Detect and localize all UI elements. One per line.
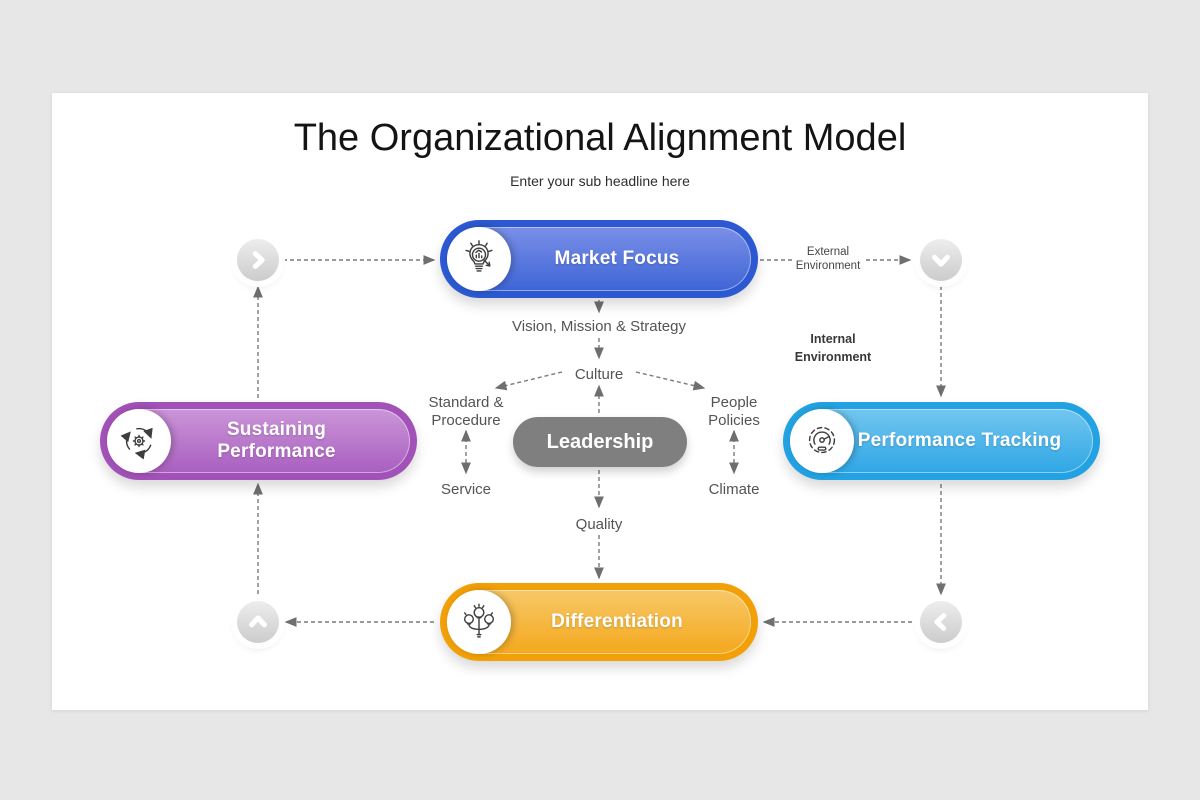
cycle-gear-icon	[120, 427, 153, 460]
label-service: Service	[440, 481, 492, 498]
node-label: Market Focus	[554, 248, 680, 269]
node-label: Sustaining Performance	[217, 419, 336, 462]
nav-button-bottom-left[interactable]	[237, 601, 279, 643]
gauge-icon	[808, 426, 836, 454]
nav-button-bottom-right[interactable]	[920, 601, 962, 643]
label-internal-environment: Internal Environment	[794, 332, 872, 364]
label-standard-procedure: Standard & Procedure	[428, 394, 504, 429]
node-label: Differentiation	[551, 611, 683, 632]
label-climate: Climate	[708, 481, 760, 498]
node-icon-badge	[447, 590, 511, 654]
node-icon-badge	[107, 409, 171, 473]
three-bulbs-icon	[463, 603, 495, 638]
node-label: Performance Tracking	[857, 430, 1062, 451]
slide-canvas: The Organizational Alignment Model Enter…	[52, 93, 1148, 710]
connector-lines	[253, 255, 946, 627]
label-vision-mission-strategy: Vision, Mission & Strategy	[512, 318, 686, 335]
page-subtitle: Enter your sub headline here	[510, 173, 690, 189]
node-differentiation[interactable]: Differentiation	[440, 583, 758, 661]
node-leadership[interactable]: Leadership	[513, 417, 687, 467]
node-sustaining-performance[interactable]: Sustaining Performance	[100, 402, 417, 480]
chevron-right-icon	[252, 251, 265, 269]
bulb-magnifier-icon	[465, 240, 493, 272]
label-external-environment: External Environment	[795, 246, 861, 272]
node-label: Leadership	[546, 430, 654, 453]
label-people-policies: People Policies	[708, 394, 760, 429]
chevron-down-icon	[932, 254, 950, 267]
node-market-focus[interactable]: Market Focus	[440, 220, 758, 298]
label-quality: Quality	[575, 516, 623, 533]
chevron-left-icon	[934, 613, 947, 631]
label-culture: Culture	[574, 366, 624, 383]
node-performance-tracking[interactable]: Performance Tracking	[783, 402, 1100, 480]
node-icon-badge	[790, 409, 854, 473]
nav-button-top-right[interactable]	[920, 239, 962, 281]
page-title: The Organizational Alignment Model	[293, 117, 907, 159]
node-icon-badge	[447, 227, 511, 291]
nav-button-top-left[interactable]	[237, 239, 279, 281]
chevron-up-icon	[249, 615, 267, 628]
